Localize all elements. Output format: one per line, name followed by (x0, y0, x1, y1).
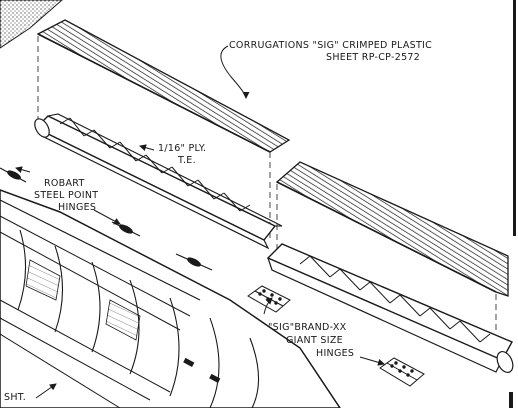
robart-label-line2: STEEL POINT (34, 190, 99, 201)
ply-label-line1: 1/16" PLY. (158, 143, 207, 154)
corrugated-sheet-upper (36, 19, 291, 153)
corrugations-label-line2: SHEET RP-CP-2572 (326, 52, 421, 63)
aileron-lower (266, 243, 514, 373)
aileron-upper (34, 113, 283, 250)
ply-label-line2: T.E. (178, 155, 196, 166)
sig-hinge-label-line3: HINGES (316, 348, 355, 359)
robart-label-line1: ROBART (44, 178, 85, 189)
corrugated-sheet-lower (275, 161, 509, 297)
sig-hinge-1 (247, 285, 291, 313)
corrugations-label-line1: CORRUGATIONS "SIG" CRIMPED PLASTIC (229, 40, 433, 51)
sig-hinge-label-line2: GIANT SIZE (286, 335, 343, 346)
sig-hinge-2 (379, 357, 425, 387)
sig-hinge-label-line1: "SIG"BRAND-XX (268, 322, 347, 333)
leader-lines (15, 45, 385, 399)
wing-panel (0, 189, 341, 408)
sheet-fragment-label: SHT. (4, 392, 27, 403)
frame-edge (509, 0, 516, 408)
robart-label-line3: HINGES (58, 202, 97, 213)
corner-stipple (0, 0, 63, 49)
